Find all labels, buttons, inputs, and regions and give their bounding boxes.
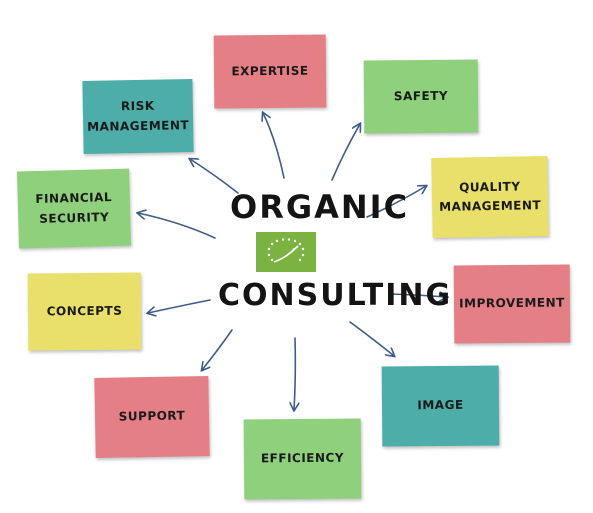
arrow-to-efficiency xyxy=(294,337,295,410)
eu-organic-leaf-graphic xyxy=(267,238,305,263)
note-expertise: EXPERTISE xyxy=(213,34,327,109)
arrow-to-safety xyxy=(331,124,360,181)
note-support: SUPPORT xyxy=(94,376,210,458)
note-improvement: IMPROVEMENT xyxy=(453,264,571,344)
note-quality-management: QUALITY MANAGEMENT xyxy=(431,155,549,239)
note-safety: SAFETY xyxy=(363,59,479,134)
note-label-quality-management: QUALITY MANAGEMENT xyxy=(439,179,542,214)
note-risk-management: RISK MANAGEMENT xyxy=(82,79,194,154)
center-title-consulting: CONSULTING xyxy=(218,278,453,313)
note-label-expertise: EXPERTISE xyxy=(231,63,309,79)
note-label-financial-security: FINANCIAL SECURITY xyxy=(35,190,113,226)
arrow-to-support xyxy=(202,329,233,370)
note-financial-security: FINANCIAL SECURITY xyxy=(17,168,131,249)
center-title-organic: ORGANIC xyxy=(230,188,410,226)
note-label-risk-management: RISK MANAGEMENT xyxy=(87,99,190,134)
note-label-concepts: CONCEPTS xyxy=(46,303,123,319)
note-label-image: IMAGE xyxy=(417,398,464,413)
note-label-efficiency: EFFICIENCY xyxy=(260,451,345,466)
note-label-safety: SAFETY xyxy=(393,88,449,104)
note-concepts: CONCEPTS xyxy=(27,272,142,351)
arrow-to-financial-security xyxy=(138,213,216,239)
note-efficiency: EFFICIENCY xyxy=(243,418,362,500)
arrow-to-concepts xyxy=(148,299,211,313)
note-image: IMAGE xyxy=(381,365,500,447)
eu-organic-leaf-icon xyxy=(256,232,316,272)
arrow-to-image xyxy=(349,321,394,356)
note-label-improvement: IMPROVEMENT xyxy=(459,295,565,311)
arrow-to-expertise xyxy=(263,113,285,179)
note-label-support: SUPPORT xyxy=(118,408,186,424)
